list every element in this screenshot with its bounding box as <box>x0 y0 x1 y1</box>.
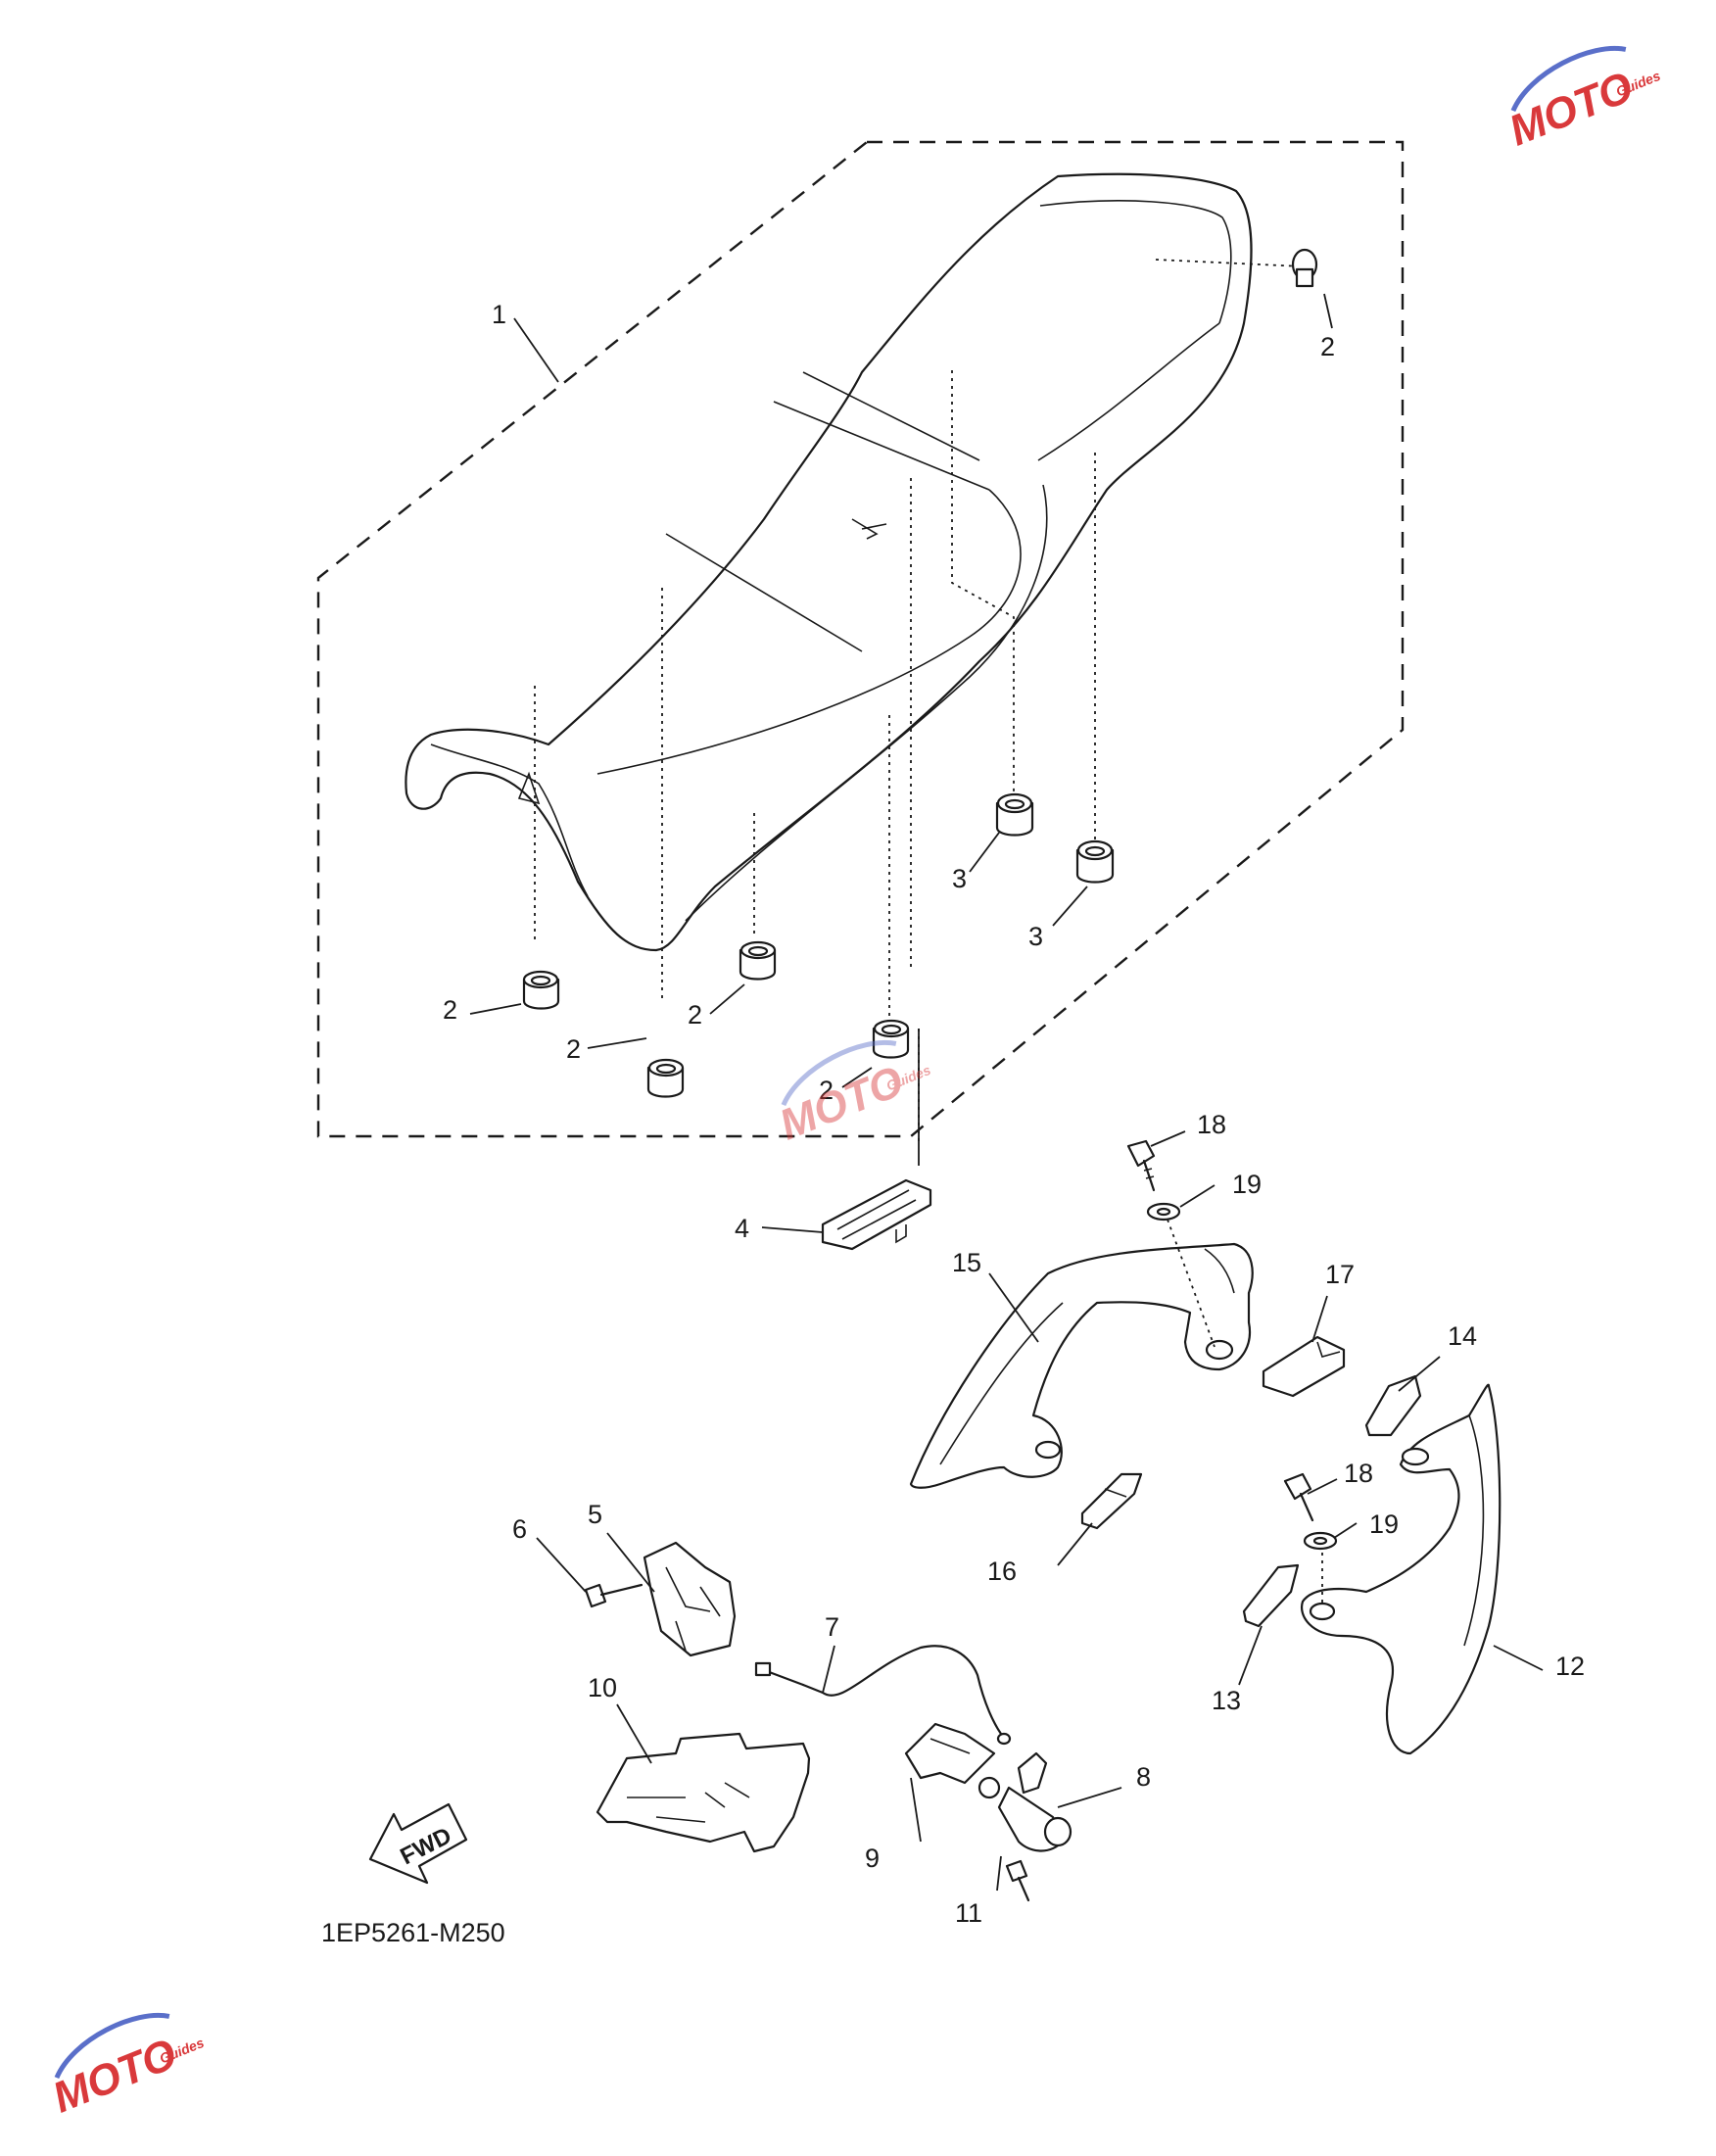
callout-13: 13 <box>1212 1686 1241 1715</box>
mounting-lines <box>534 259 1304 1166</box>
callout-2-top: 2 <box>1320 332 1335 361</box>
callout-10: 10 <box>588 1673 617 1702</box>
callout-2-mid: 2 <box>688 1000 702 1030</box>
bolt-11 <box>1005 1859 1030 1902</box>
tool-tray <box>596 1732 811 1853</box>
callout-1: 1 <box>492 300 506 329</box>
callout-2-low-left: 2 <box>566 1034 581 1064</box>
lock-cylinder <box>977 1751 1072 1852</box>
callout-3-left: 3 <box>952 864 967 893</box>
watermark-logo-center: MOTO Guides <box>773 1039 933 1150</box>
clip-13 <box>1242 1563 1300 1628</box>
washer-19-lower <box>1303 1531 1338 1551</box>
damper-3-right <box>1075 839 1115 884</box>
callout-16: 16 <box>987 1557 1017 1586</box>
damper-3-left <box>995 792 1034 837</box>
bolt-18-lower <box>1283 1472 1314 1522</box>
seat-lock-cable <box>754 1645 1012 1746</box>
callout-17: 17 <box>1325 1260 1355 1289</box>
callout-11: 11 <box>955 1898 982 1928</box>
svg-text:MOTO: MOTO <box>1502 63 1640 156</box>
svg-text:MOTO: MOTO <box>46 2030 183 2123</box>
seat <box>405 172 1253 952</box>
watermark-logo-top-right: MOTO Guides <box>1502 45 1663 156</box>
damper-left <box>522 970 560 1010</box>
lock-bracket <box>904 1722 996 1785</box>
diagram-code: 1EP5261-M250 <box>321 1918 505 1947</box>
callout-12: 12 <box>1555 1652 1585 1681</box>
callout-19-lower: 19 <box>1369 1509 1399 1539</box>
callout-7: 7 <box>825 1612 839 1642</box>
clip-17 <box>1262 1335 1346 1398</box>
callout-9: 9 <box>865 1844 880 1873</box>
damper-top-right <box>1291 248 1318 288</box>
clip-14 <box>1364 1374 1422 1437</box>
callout-numbers: 1 2 2 2 2 2 2 3 3 4 5 6 7 8 9 10 11 12 1… <box>443 300 1585 1928</box>
callout-15: 15 <box>952 1248 981 1277</box>
leader-lines <box>469 293 1544 1892</box>
bolt-18-upper <box>1126 1139 1156 1192</box>
callout-8: 8 <box>1136 1762 1151 1792</box>
callout-3-right: 3 <box>1028 922 1043 951</box>
grab-rail-lower <box>1300 1383 1502 1755</box>
callout-18-lower: 18 <box>1344 1459 1373 1488</box>
callout-5: 5 <box>588 1500 602 1529</box>
watermark-logo-bottom-left: MOTO Guides <box>46 2012 207 2123</box>
grab-rail-upper <box>909 1242 1254 1489</box>
callout-4: 4 <box>735 1214 749 1243</box>
callout-14: 14 <box>1448 1321 1477 1351</box>
damper-mid-left <box>646 1058 685 1098</box>
callout-18-upper: 18 <box>1197 1110 1226 1139</box>
fwd-arrow: FWD <box>368 1802 468 1885</box>
washer-19-upper <box>1146 1202 1181 1222</box>
damper-parts <box>522 248 1318 1098</box>
damper-mid <box>739 940 777 981</box>
bolt-6 <box>584 1583 644 1608</box>
callout-2-left: 2 <box>443 995 457 1025</box>
callout-6: 6 <box>512 1514 527 1544</box>
callout-2-low-mid: 2 <box>819 1076 834 1105</box>
seat-bracket <box>821 1178 932 1251</box>
callout-19-upper: 19 <box>1232 1170 1262 1199</box>
clip-16 <box>1080 1472 1143 1530</box>
assembly-boundary <box>316 140 1405 1138</box>
seat-latch <box>643 1541 737 1657</box>
damper-mid-right <box>872 1019 910 1059</box>
